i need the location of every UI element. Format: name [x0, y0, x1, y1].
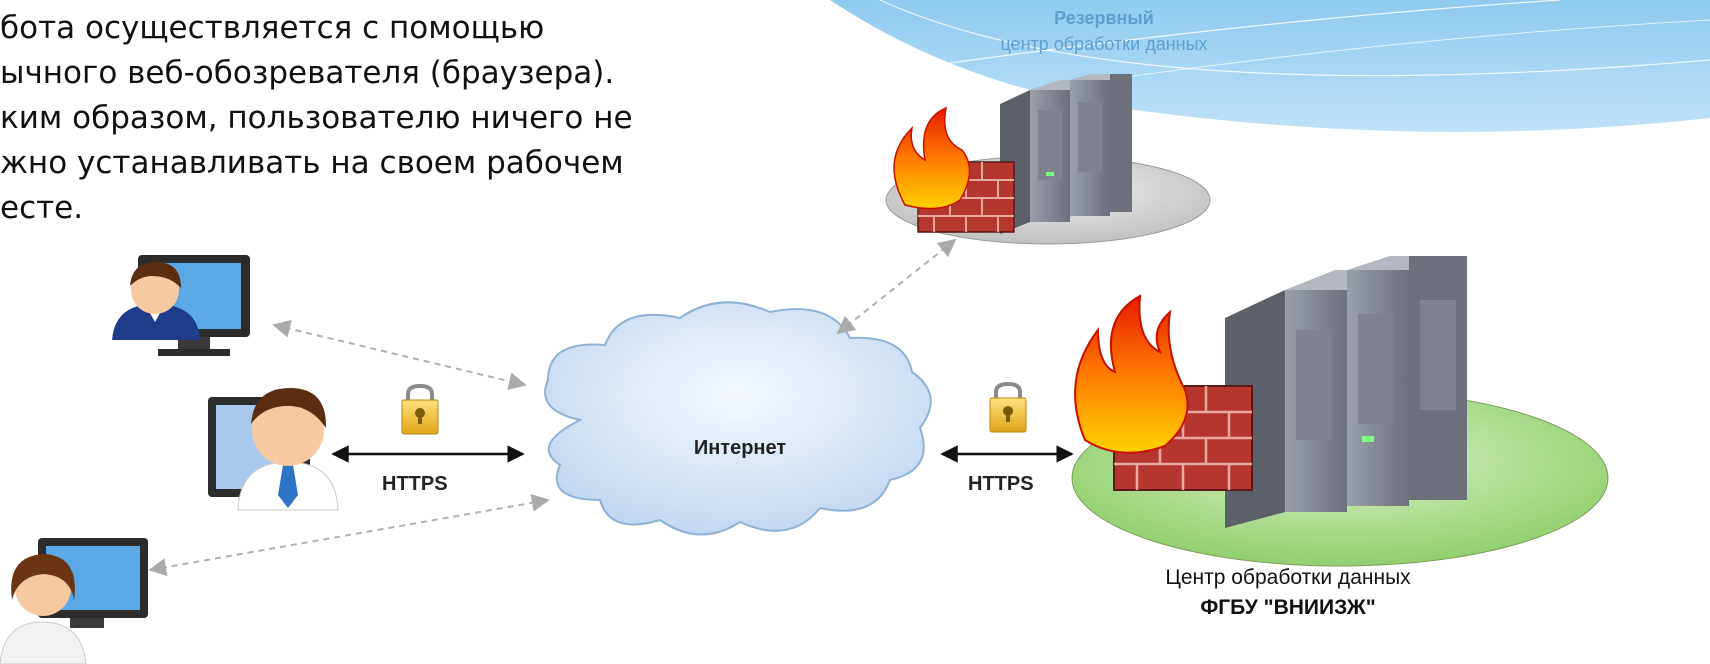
- main-center-org: ФГБУ "ВНИИЗЖ": [1200, 596, 1376, 619]
- user-monitor-icon: [208, 388, 339, 511]
- dashed-arrow-user-top: [272, 320, 527, 390]
- backup-data-center: [885, 74, 1211, 245]
- header-banner: [830, 0, 1710, 132]
- internet-cloud: [544, 301, 932, 536]
- intro-line-5: есте.: [0, 190, 84, 226]
- main-center-name: Центр обработки данных: [1165, 566, 1411, 589]
- lock-icon: [401, 383, 439, 435]
- flame-icon: [893, 106, 971, 210]
- https-label-right: HTTPS: [968, 473, 1034, 495]
- dashed-connections: [148, 238, 957, 577]
- main-data-center: [1071, 256, 1609, 567]
- intro-line-4: жно устанавливать на своем рабочем: [0, 145, 624, 181]
- server-icon: [1225, 256, 1467, 528]
- intro-line-3: ким образом, пользователю ничего не: [0, 100, 633, 136]
- lock-icon: [989, 381, 1027, 433]
- intro-line-2: ычного веб-обозревателя (браузера).: [0, 55, 615, 91]
- backup-center-title: Резервный: [1054, 8, 1154, 28]
- flame-icon: [1074, 294, 1189, 454]
- server-icon: [1000, 74, 1132, 234]
- user-monitor-icon: [0, 538, 148, 664]
- https-label-left: HTTPS: [382, 473, 448, 495]
- internet-label: Интернет: [693, 437, 787, 459]
- intro-text: бота осуществляется с помощью ычного веб…: [0, 6, 800, 231]
- user-monitor-icon: [112, 255, 250, 356]
- intro-line-1: бота осуществляется с помощью: [0, 10, 545, 46]
- dashed-arrow-user-bottom: [148, 493, 550, 577]
- dashed-arrow-backup: [836, 238, 957, 335]
- backup-center-subtitle: центр обработки данных: [1000, 34, 1208, 54]
